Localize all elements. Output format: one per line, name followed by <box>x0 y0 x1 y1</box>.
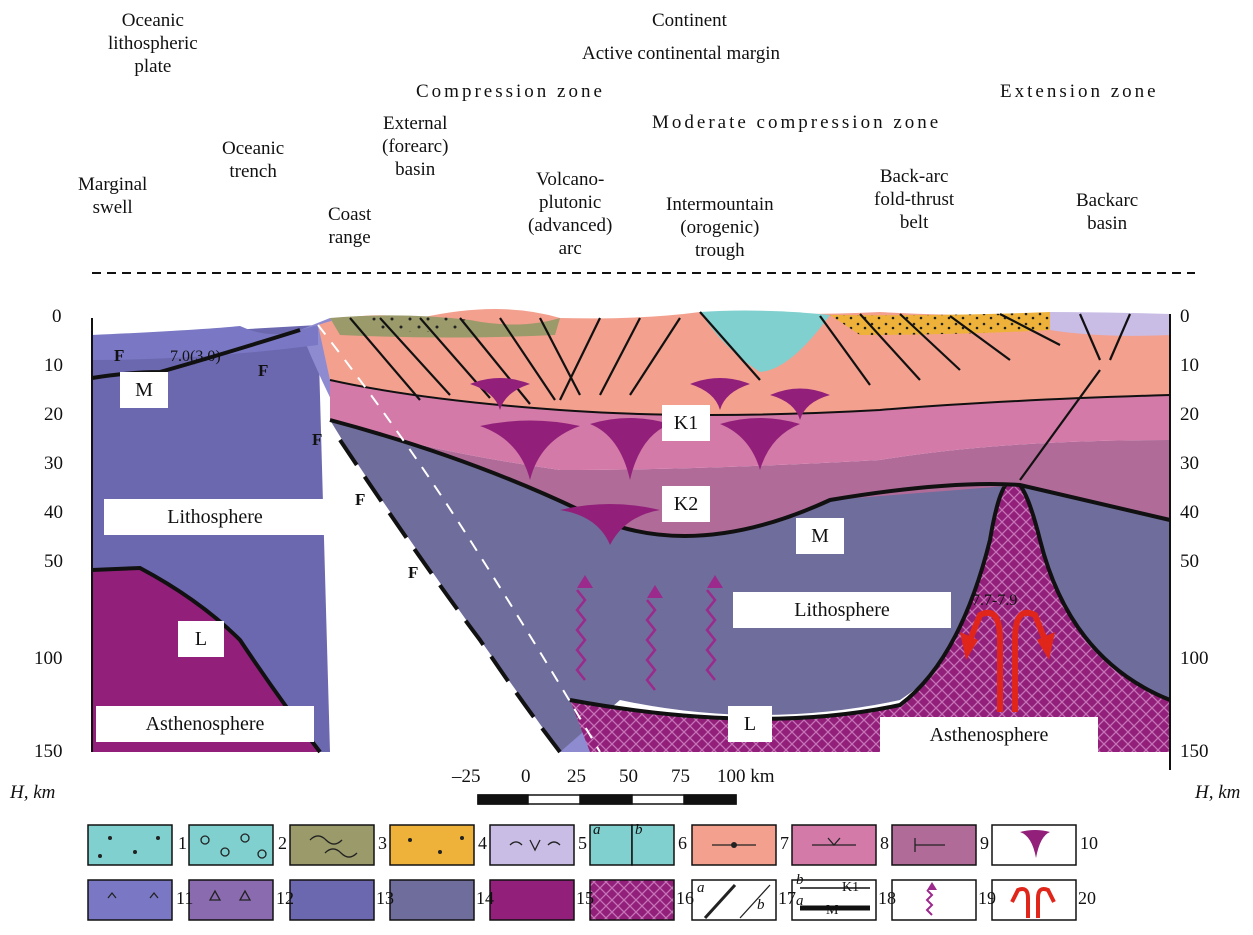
depth-tick: 100 <box>34 648 63 670</box>
legend-number: 5 <box>578 833 587 854</box>
legend-sub-b: b <box>796 872 804 889</box>
depth-tick: 30 <box>44 453 63 475</box>
legend-sub-b: b <box>635 822 643 839</box>
depth-tick: 20 <box>1180 404 1199 426</box>
f-label: F <box>312 430 322 449</box>
legend-number: 11 <box>176 888 193 909</box>
l-label-left: L <box>178 621 224 657</box>
legend-sub-a: a <box>796 893 804 910</box>
depth-tick: 50 <box>1180 551 1199 573</box>
lithosphere-label-left: Lithosphere <box>104 499 326 535</box>
legend-number: 14 <box>476 888 494 909</box>
scale-tick: 0 <box>521 766 531 788</box>
legend-sub-b: b <box>757 897 765 914</box>
legend-number: 13 <box>376 888 394 909</box>
scale-tick: –25 <box>452 766 481 788</box>
legend-number: 19 <box>978 888 996 909</box>
depth-tick: 150 <box>34 741 63 763</box>
asthenosphere-label-right: Asthenosphere <box>880 717 1098 753</box>
depth-tick: 40 <box>1180 502 1199 524</box>
depth-tick: 100 <box>1180 648 1209 670</box>
lithosphere-label-right: Lithosphere <box>733 592 951 628</box>
legend-number: 2 <box>278 833 287 854</box>
scale-bar <box>478 795 736 804</box>
velocity-right: 7.7-7.9 <box>972 592 1017 609</box>
depth-tick: 40 <box>44 502 63 524</box>
depth-tick: 150 <box>1180 741 1209 763</box>
scale-tick: 50 <box>619 766 638 788</box>
legend-sub-a: a <box>593 822 601 839</box>
legend-number: 18 <box>878 888 896 909</box>
depth-tick: 50 <box>44 551 63 573</box>
depth-axis-label: H, km <box>1195 782 1240 804</box>
depth-tick: 0 <box>52 306 62 328</box>
depth-tick: 10 <box>44 355 63 377</box>
legend-number: 17 <box>778 888 796 909</box>
legend-number: 15 <box>576 888 594 909</box>
legend-k1: K1 <box>842 880 859 896</box>
legend-number: 1 <box>178 833 187 854</box>
l-label-right: L <box>728 706 772 742</box>
legend-number: 8 <box>880 833 889 854</box>
depth-tick: 20 <box>44 404 63 426</box>
f-label: F <box>408 563 418 582</box>
legend-number: 20 <box>1078 888 1096 909</box>
depth-axis-label: H, km <box>10 782 55 804</box>
f-label: F <box>355 490 365 509</box>
depth-tick: 30 <box>1180 453 1199 475</box>
legend-m: M <box>826 903 838 919</box>
f-label: F <box>114 346 124 365</box>
k1-label: K1 <box>662 405 710 441</box>
legend-number: 3 <box>378 833 387 854</box>
legend-number: 4 <box>478 833 487 854</box>
legend-number: 7 <box>780 833 789 854</box>
f-label: F <box>258 361 268 380</box>
asthenosphere-label-left: Asthenosphere <box>96 706 314 742</box>
legend-number: 16 <box>676 888 694 909</box>
depth-tick: 0 <box>1180 306 1190 328</box>
depth-tick: 10 <box>1180 355 1199 377</box>
legend-number: 10 <box>1080 833 1098 854</box>
velocity-left: 7.0(3.0) <box>170 348 221 365</box>
m-label-left: M <box>120 372 168 408</box>
scale-tick: 75 <box>671 766 690 788</box>
m-label-right: M <box>796 518 844 554</box>
scale-tick: 25 <box>567 766 586 788</box>
legend-number: 6 <box>678 833 687 854</box>
backarc-lilac <box>1050 312 1170 336</box>
legend-number: 9 <box>980 833 989 854</box>
k2-label: K2 <box>662 486 710 522</box>
legend-number: 12 <box>276 888 294 909</box>
scale-tick: 100 km <box>717 766 775 788</box>
legend-sub-a: a <box>697 880 705 897</box>
